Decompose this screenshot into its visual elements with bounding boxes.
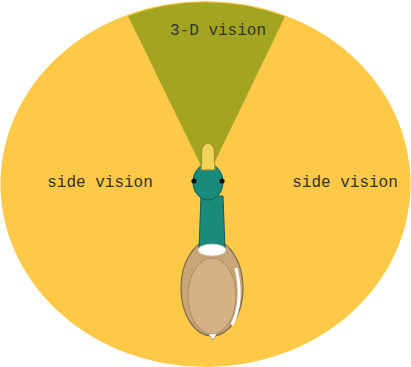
region-label: 3-D vision (170, 22, 266, 41)
wedge-outline (128, 2, 285, 178)
region-label: side vision (47, 174, 153, 193)
region-label: side vision (292, 174, 398, 193)
